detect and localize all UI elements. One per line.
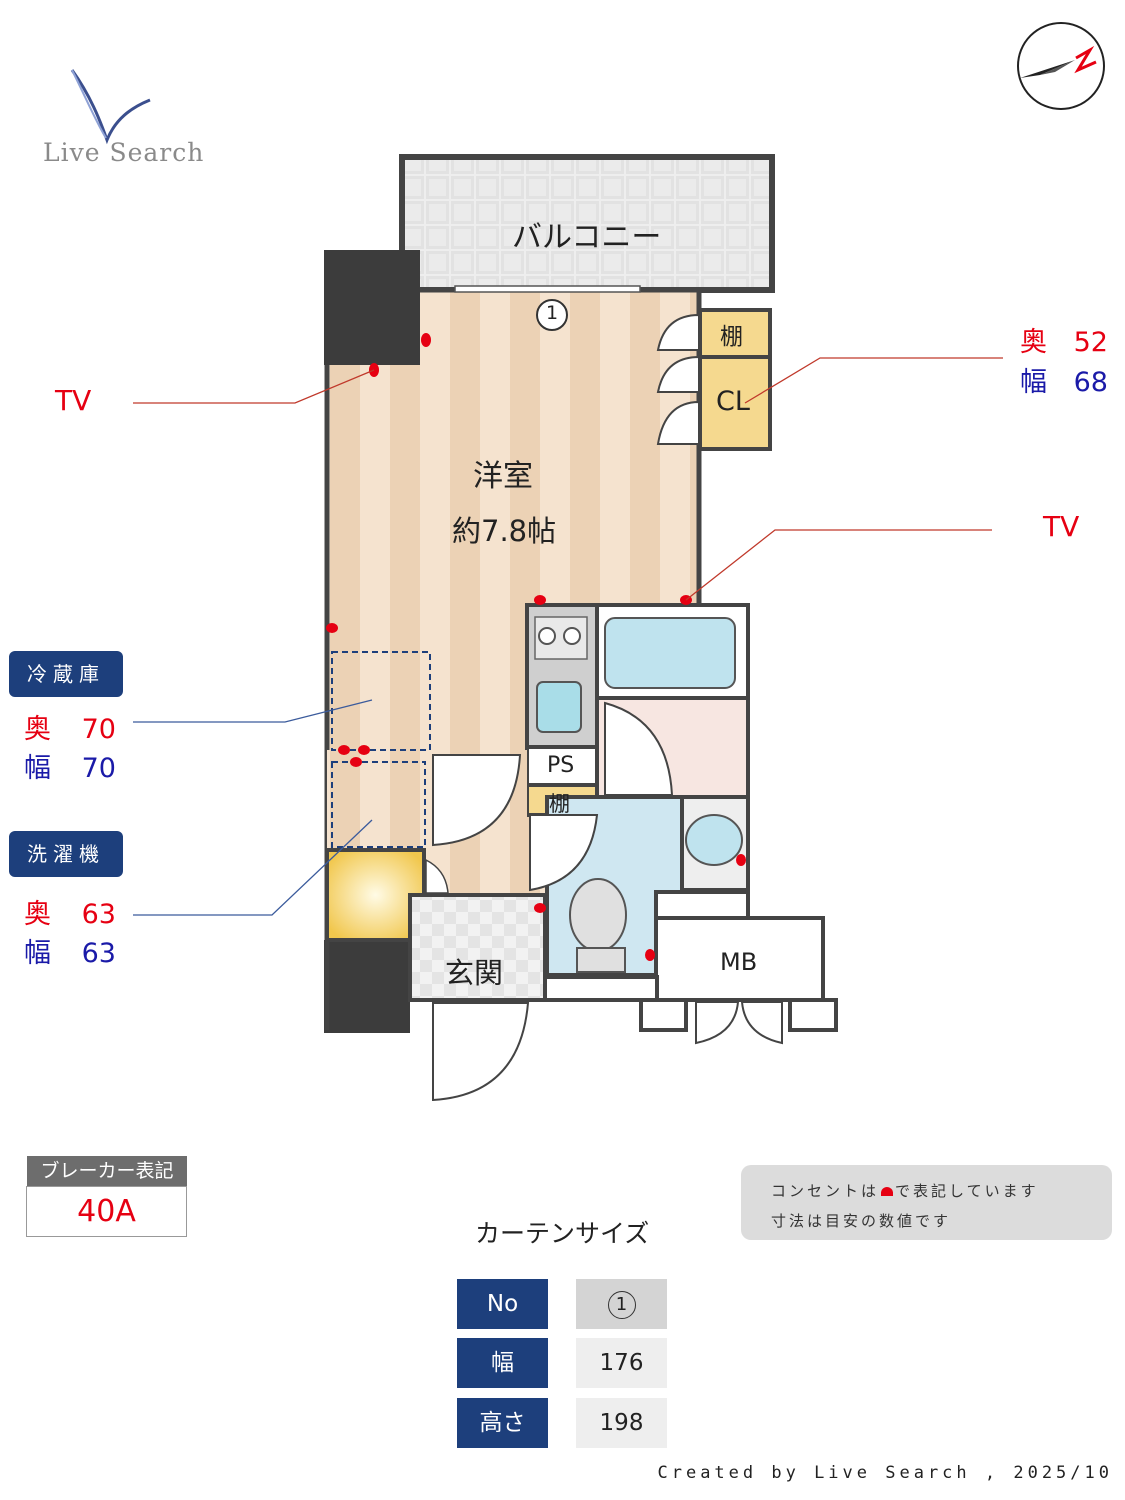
tv-label-left: TV — [55, 384, 92, 417]
notes-line1: コンセントはで表記しています — [771, 1180, 1039, 1201]
fridge-title: 冷蔵庫 — [9, 651, 123, 697]
entrance-label: 玄関 — [445, 956, 504, 990]
balcony-label: バルコニー — [512, 220, 662, 255]
ps-label: PS — [547, 753, 575, 778]
curtain-header-width: 幅 — [457, 1338, 548, 1388]
logo-mark — [70, 69, 151, 145]
notes-line2: 寸法は目安の数値です — [771, 1212, 952, 1230]
washer-depth-value: 63 — [81, 899, 116, 930]
outlet-icon — [881, 1187, 894, 1196]
tv-label-right: TV — [1043, 510, 1080, 543]
washer-width-value: 63 — [81, 938, 116, 969]
fridge-depth-label: 奥 — [24, 714, 51, 745]
closet-width: 幅 68 — [1020, 360, 1108, 399]
window-marker-label: 1 — [545, 302, 559, 324]
curtain-title: カーテンサイズ — [475, 1219, 650, 1248]
balcony-area — [399, 154, 775, 293]
washer-width-label: 幅 — [24, 938, 51, 969]
washer-width: 幅 63 — [24, 931, 116, 970]
footer-credit: Created by Live Search , 2025/10 — [657, 1463, 1113, 1483]
curtain-value-height: 198 — [576, 1398, 667, 1448]
notes-box: コンセントはで表記しています 寸法は目安の数値です — [741, 1165, 1112, 1240]
curtain-header-no: No — [457, 1279, 548, 1329]
washer-title: 洗濯機 — [9, 831, 123, 877]
curtain-value-width: 176 — [576, 1338, 667, 1388]
logo-text: Live Search — [43, 138, 205, 167]
washer-depth-label: 奥 — [24, 899, 51, 930]
notes-line1-pre: コンセントは — [771, 1182, 880, 1200]
closet-width-value: 68 — [1073, 367, 1108, 398]
curtain-header-height: 高さ — [457, 1398, 548, 1448]
window-marker-1 — [536, 299, 568, 331]
fridge-width-value: 70 — [81, 753, 116, 784]
western-room-label: 洋室 — [473, 459, 533, 494]
closet-width-label: 幅 — [1020, 367, 1047, 398]
fridge-width-label: 幅 — [24, 753, 51, 784]
shelf-label-top: 棚 — [720, 324, 743, 350]
closet-label: CL — [716, 386, 750, 417]
washer-depth: 奥 63 — [24, 892, 116, 931]
breaker-value: 40A — [26, 1186, 187, 1237]
closet-depth-value: 52 — [1073, 327, 1108, 358]
curtain-no-circle: 1 — [607, 1290, 636, 1319]
closet-depth-label: 奥 — [1020, 327, 1047, 358]
western-room-size: 約7.8帖 — [452, 514, 557, 548]
notes-line1-post: で表記しています — [895, 1182, 1039, 1200]
breaker-label: ブレーカー表記 — [27, 1156, 187, 1186]
shelf-label-mid: 棚 — [549, 792, 570, 816]
curtain-value-no: 1 — [576, 1279, 667, 1329]
fridge-depth-value: 70 — [81, 714, 116, 745]
mb-label: MB — [720, 948, 758, 976]
fridge-width: 幅 70 — [24, 746, 116, 785]
closet-depth: 奥 52 — [1020, 320, 1108, 359]
compass-icon — [1017, 22, 1105, 110]
fridge-depth: 奥 70 — [24, 707, 116, 746]
